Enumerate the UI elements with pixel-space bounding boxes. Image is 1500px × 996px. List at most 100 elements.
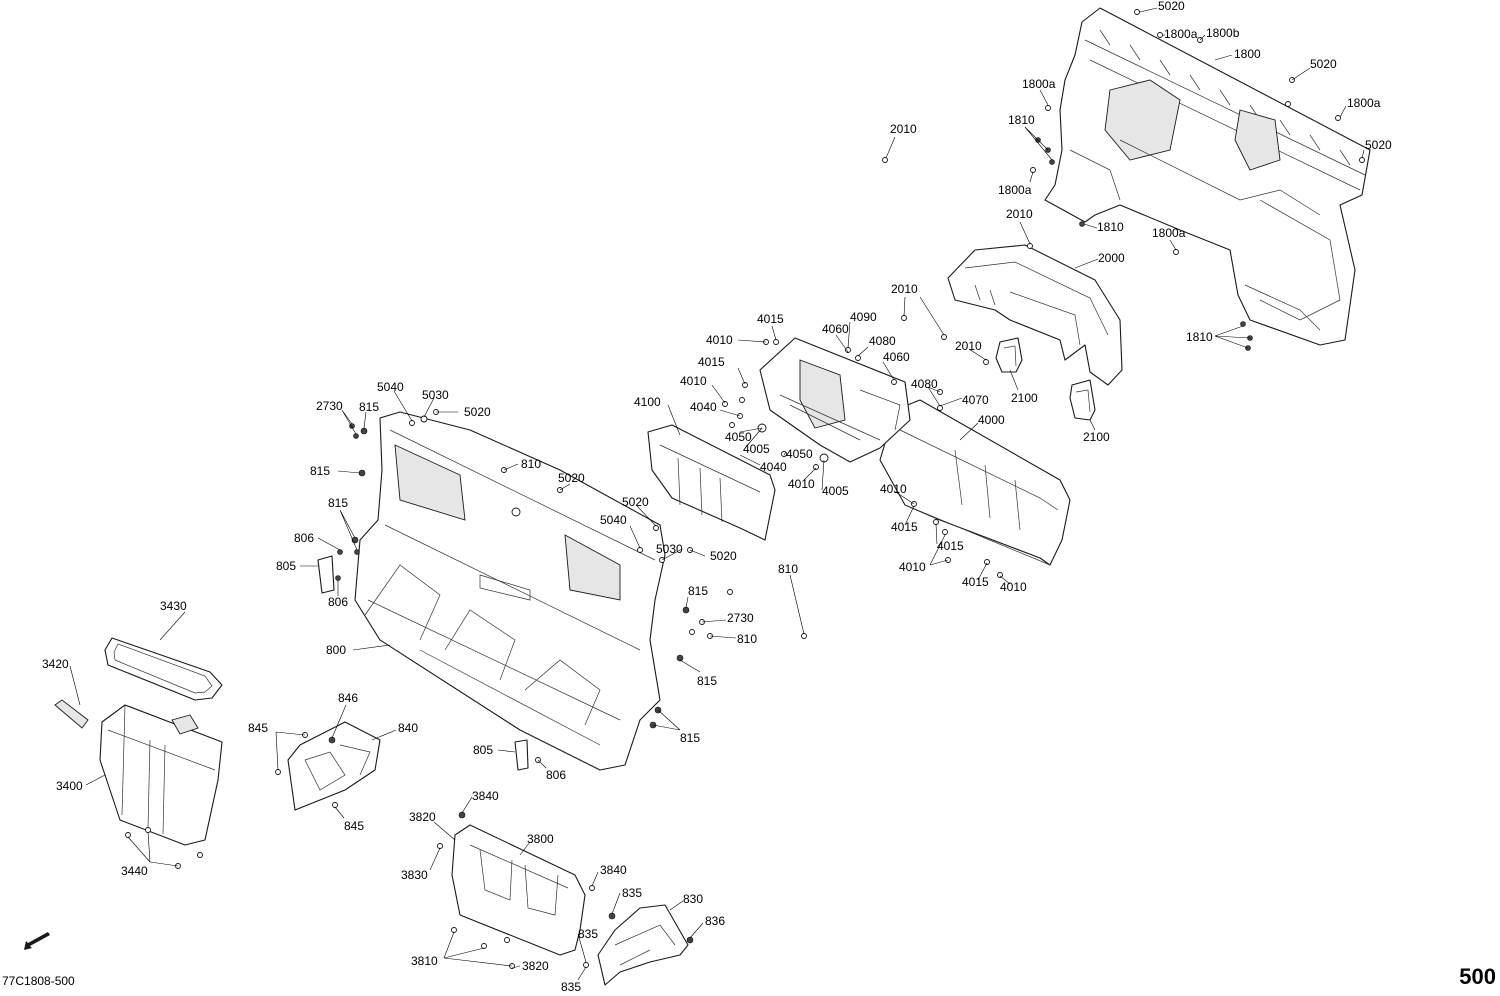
callout-810: 810 — [521, 457, 541, 471]
callout-4050: 4050 — [725, 430, 752, 444]
callout-815: 815 — [688, 584, 708, 598]
callout-4040: 4040 — [690, 400, 717, 414]
callout-3810: 3810 — [411, 954, 438, 968]
callout-3430: 3430 — [160, 599, 187, 613]
callout-815: 815 — [310, 464, 330, 478]
callout-2730: 2730 — [316, 399, 343, 413]
callout-815: 815 — [328, 496, 348, 510]
callout-4010: 4010 — [899, 560, 926, 574]
callout-836: 836 — [705, 914, 725, 928]
callout-5020: 5020 — [558, 471, 585, 485]
page-number: 500 — [1459, 964, 1496, 989]
callout-5030: 5030 — [422, 388, 449, 402]
callout-3820: 3820 — [522, 959, 549, 973]
callout-3840: 3840 — [600, 863, 627, 877]
callout-4070: 4070 — [962, 393, 989, 407]
callout-4090: 4090 — [850, 310, 877, 324]
callout-5020: 5020 — [710, 549, 737, 563]
part-3400-storage-bin — [99, 704, 223, 846]
callout-800: 800 — [326, 643, 346, 657]
callout-4100: 4100 — [634, 395, 661, 409]
callout-805: 805 — [473, 743, 493, 757]
callout-1800a: 1800a — [1152, 226, 1186, 240]
callout-815: 815 — [680, 731, 700, 745]
callout-4010: 4010 — [680, 374, 707, 388]
callout-3420: 3420 — [42, 657, 69, 671]
callout-835: 835 — [622, 886, 642, 900]
front-direction-arrow-icon — [24, 932, 50, 950]
part-2100-bracket-lower — [1069, 379, 1096, 421]
callout-815: 815 — [359, 400, 379, 414]
part-4100-console-cover — [647, 424, 776, 541]
callout-810: 810 — [737, 632, 757, 646]
callout-4050: 4050 — [786, 447, 813, 461]
callout-2730: 2730 — [727, 611, 754, 625]
callout-4080: 4080 — [869, 334, 896, 348]
callout-1800a: 1800a — [1164, 27, 1198, 41]
drawing-code: 77C1808-500 — [2, 974, 75, 988]
part-3420-handle — [54, 699, 89, 729]
callout-806: 806 — [294, 531, 314, 545]
callout-1800a: 1800a — [998, 183, 1032, 197]
callout-labels: 5020 1800a 1800b 1800 5020 1800a 1800a 5… — [42, 0, 1392, 994]
callout-2010: 2010 — [891, 282, 918, 296]
callout-3800: 3800 — [527, 832, 554, 846]
callout-4015: 4015 — [757, 312, 784, 326]
part-840-side-bracket — [287, 721, 381, 811]
callout-840: 840 — [398, 721, 418, 735]
callout-830: 830 — [683, 892, 703, 906]
callout-4005: 4005 — [743, 442, 770, 456]
callout-5040: 5040 — [600, 513, 627, 527]
leader-lines — [69, 7, 1365, 981]
callout-4060: 4060 — [822, 322, 849, 336]
callout-4080: 4080 — [911, 377, 938, 391]
callout-4015: 4015 — [698, 355, 725, 369]
part-3430-seal — [104, 637, 223, 701]
callout-835: 835 — [578, 927, 598, 941]
callout-4010: 4010 — [1000, 580, 1027, 594]
part-3800-lower-panel — [451, 824, 586, 956]
callout-2100: 2100 — [1011, 391, 1038, 405]
callout-5030: 5030 — [656, 542, 683, 556]
callout-2010: 2010 — [890, 122, 917, 136]
callout-845: 845 — [248, 721, 268, 735]
part-4000-console-tray — [879, 399, 1071, 566]
callout-5020: 5020 — [1365, 138, 1392, 152]
part-800-rear-panel — [354, 411, 666, 771]
callout-4060: 4060 — [883, 350, 910, 364]
callout-806: 806 — [546, 768, 566, 782]
part-805-plate-lower — [514, 739, 529, 771]
callout-2010: 2010 — [1006, 207, 1033, 221]
callout-4010: 4010 — [880, 482, 907, 496]
callout-1810: 1810 — [1097, 220, 1124, 234]
callout-4005: 4005 — [822, 484, 849, 498]
callout-805: 805 — [276, 559, 296, 573]
callout-2100: 2100 — [1083, 430, 1110, 444]
callout-2000: 2000 — [1098, 251, 1125, 265]
callout-5040: 5040 — [377, 380, 404, 394]
callout-815: 815 — [697, 674, 717, 688]
callout-1800b: 1800b — [1206, 26, 1240, 40]
part-830-corner-guard — [597, 904, 689, 986]
callout-5020: 5020 — [622, 495, 649, 509]
callout-810: 810 — [778, 562, 798, 576]
callout-2010: 2010 — [955, 339, 982, 353]
callout-5020: 5020 — [1310, 57, 1337, 71]
part-805-plate-upper — [317, 555, 335, 594]
callout-4015: 4015 — [962, 575, 989, 589]
callout-1800: 1800 — [1234, 47, 1261, 61]
callout-3400: 3400 — [56, 779, 83, 793]
callout-1810: 1810 — [1008, 113, 1035, 127]
callout-1800a: 1800a — [1022, 77, 1056, 91]
callout-835: 835 — [561, 980, 581, 994]
callout-3830: 3830 — [401, 868, 428, 882]
callout-4040: 4040 — [760, 460, 787, 474]
part-1800-firewall-frame — [1044, 7, 1371, 346]
callout-1810: 1810 — [1186, 330, 1213, 344]
callout-4010: 4010 — [706, 333, 733, 347]
callout-3440: 3440 — [121, 864, 148, 878]
callout-5020: 5020 — [1158, 0, 1185, 13]
callout-1800a: 1800a — [1347, 96, 1381, 110]
part-2100-bracket-upper — [995, 337, 1023, 373]
